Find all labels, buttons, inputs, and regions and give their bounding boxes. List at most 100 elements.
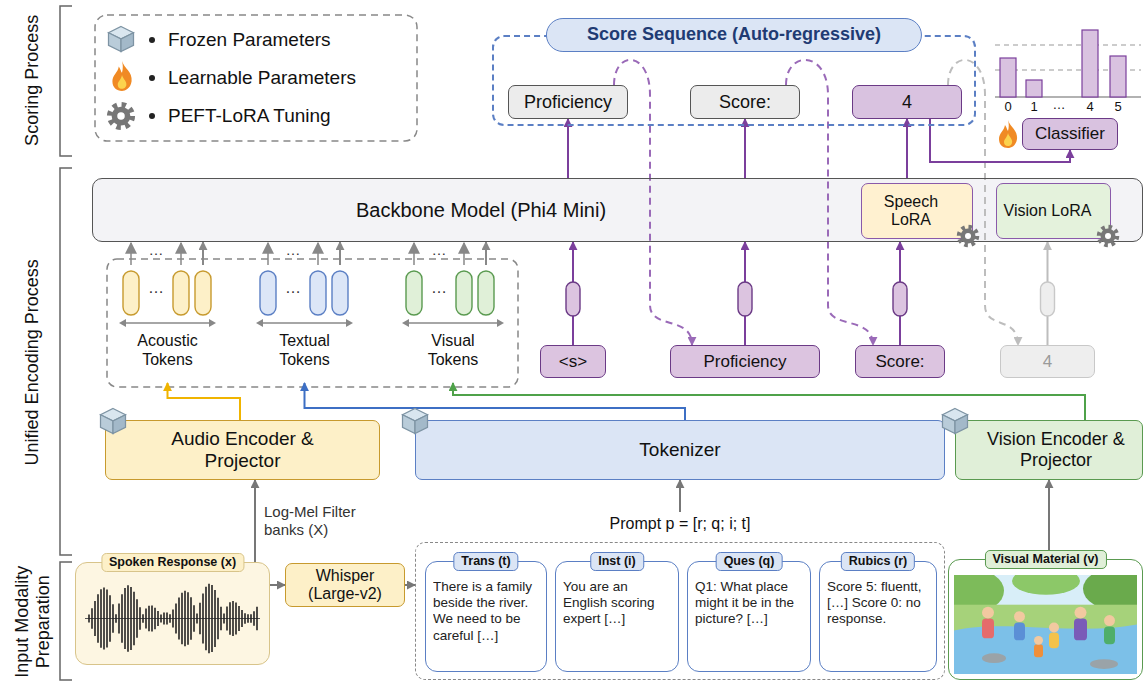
- embedding-pill: [1041, 282, 1055, 316]
- illustration: [954, 575, 1137, 674]
- card-tab: Spoken Response (x): [101, 553, 244, 572]
- card-tab: Ques (q): [716, 552, 783, 571]
- connector: [485, 242, 487, 265]
- token-arrow: [267, 243, 269, 265]
- embedding-pill: [566, 282, 580, 316]
- token-arrow: [130, 243, 132, 265]
- card-body: Q1: What place might it be in the pictur…: [695, 579, 805, 668]
- frozen-icon: [101, 409, 126, 434]
- token-arrow: [317, 243, 319, 265]
- prompt-label: Prompt p = [r; q; i; t]: [606, 514, 755, 534]
- dots-above: …: [283, 241, 303, 258]
- token-label: Textual Tokens: [260, 331, 349, 369]
- token-group: ……Textual Tokens: [252, 265, 357, 383]
- bar-tick-label: 1: [1027, 99, 1041, 114]
- ellipsis: …: [141, 279, 171, 297]
- connector: [679, 480, 681, 512]
- connector: [270, 584, 285, 586]
- process-box: Tokenizer: [415, 420, 945, 480]
- connector: [906, 119, 908, 178]
- token-arrow: [413, 243, 415, 265]
- connector: [305, 383, 686, 420]
- box-label: Score:: [875, 352, 924, 372]
- process-box: Proficiency: [508, 85, 628, 119]
- section-brackets: [60, 6, 72, 680]
- legend-box: [95, 15, 417, 141]
- legend-text: Learnable Parameters: [168, 67, 356, 89]
- process-box: Vision Encoder & Projector: [955, 420, 1143, 480]
- legend-text: Frozen Parameters: [168, 29, 331, 51]
- box-label: Proficiency: [524, 92, 612, 113]
- process-box: Whisper (Large-v2): [285, 563, 405, 607]
- connector: [744, 119, 746, 178]
- box-label: Tokenizer: [639, 439, 720, 461]
- process-box: Prompt p = [r; q; i; t] Trans (t)There is…: [415, 514, 945, 680]
- section-label: Scoring Process: [22, 5, 43, 155]
- ellipsis: …: [278, 279, 308, 297]
- connector: [1048, 480, 1050, 550]
- token-arrow: [463, 243, 465, 265]
- bar-chart: [995, 30, 1141, 97]
- connector: [567, 119, 569, 178]
- ellipsis: …: [424, 279, 454, 297]
- lora-gear-icon: [1099, 227, 1117, 245]
- illustration-art: [954, 575, 1137, 674]
- edge-label: Log-Mel Filter banks (X): [264, 503, 376, 539]
- card-tab: Visual Material (v): [984, 550, 1106, 569]
- legend-icons: [109, 27, 156, 128]
- connector: [453, 383, 1085, 420]
- dots-above: …: [429, 241, 449, 258]
- illustration: [81, 578, 264, 659]
- card-tab: Inst (i): [590, 552, 644, 571]
- token-strip: [398, 265, 508, 329]
- process-box: Score:: [690, 85, 800, 119]
- box-label: Audio Encoder & Projector: [146, 428, 339, 472]
- connector: [202, 242, 204, 265]
- box-label: 4: [902, 92, 912, 113]
- tab-card: Rubics (r)Score 5: fluentt, […] Score 0:…: [819, 552, 937, 672]
- token-group: ……Acoustic Tokens: [115, 265, 220, 383]
- section-label: Input Modality Preparation: [11, 559, 52, 684]
- tab-card: Visual Material (v): [948, 550, 1143, 680]
- token-label: Acoustic Tokens: [123, 331, 212, 369]
- card-tab: Trans (t): [453, 552, 518, 571]
- connector: [339, 242, 341, 265]
- embedding-pill: [738, 282, 752, 316]
- box-label: Speech LoRA: [868, 193, 954, 230]
- sequence-title: Score Sequence (Auto-regressive): [546, 18, 922, 52]
- box-label: Proficiency: [703, 352, 786, 372]
- tab-card: Ques (q) Q1: What place might it be in th…: [687, 552, 811, 672]
- process-box: Proficiency: [670, 345, 820, 378]
- backbone-title-area: Backbone Model (Phi4 Mini): [93, 179, 869, 241]
- process-box: <s>: [540, 345, 606, 378]
- process-box: Classifier: [1022, 118, 1118, 150]
- bar-tick-label: 0: [1001, 99, 1015, 114]
- process-box: 4: [852, 85, 962, 119]
- process-box: Audio Encoder & Projector: [105, 420, 380, 480]
- tab-card: Spoken Response (x): [75, 553, 270, 665]
- box-label: Whisper (Large-v2): [292, 567, 398, 604]
- token-arrow: [180, 243, 182, 265]
- backbone-title: Backbone Model (Phi4 Mini): [356, 199, 606, 222]
- token-strip: [252, 265, 357, 329]
- process-box: Backbone Model (Phi4 Mini) Speech LoRA Vis…: [92, 178, 1143, 242]
- bar-tick-label: …: [1052, 97, 1066, 112]
- process-box: Speech LoRA: [861, 183, 973, 239]
- bar-tick-label: 4: [1083, 99, 1097, 114]
- box-label: Classifier: [1035, 124, 1105, 144]
- embedding-pill: [893, 282, 907, 316]
- illustration-art: [81, 578, 264, 659]
- connector: [405, 584, 415, 586]
- lora-gear-icon: [959, 227, 977, 245]
- frozen-icon: [403, 409, 428, 434]
- tab-card: Inst (i)You are an English scoring exper…: [555, 552, 679, 672]
- tab-card: Trans (t)There is a family beside the ri…: [425, 552, 547, 672]
- process-box: Vision LoRA: [996, 183, 1111, 239]
- learnable-icon: [999, 120, 1017, 148]
- frozen-icon: [943, 409, 968, 434]
- token-group: ……Visual Tokens: [398, 265, 508, 383]
- box-label: Vision Encoder & Projector: [976, 429, 1136, 470]
- process-box: Score Sequence (Auto-regressive) Proficie…: [492, 18, 976, 126]
- process-box: 4: [1000, 345, 1095, 378]
